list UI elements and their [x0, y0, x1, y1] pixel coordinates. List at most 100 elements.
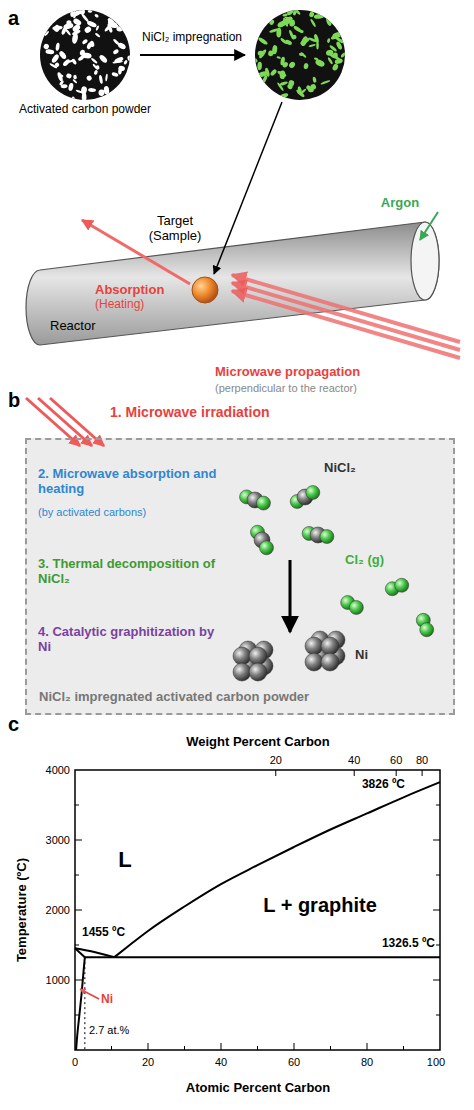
grain [293, 25, 303, 33]
tick-label: 60 [288, 1056, 300, 1069]
tick [433, 910, 440, 911]
axis-title: Atomic Percent Carbon [186, 1081, 330, 1096]
tick [403, 1046, 404, 1050]
composition-label: 2.7 at.% [89, 1024, 129, 1037]
step-note: (by activated carbons) [38, 506, 146, 519]
grain [88, 10, 93, 13]
grain [86, 75, 93, 82]
nickel-atom [233, 647, 251, 665]
grain [72, 79, 77, 84]
microwave-ray [232, 291, 460, 358]
grain [286, 8, 295, 16]
tick [367, 1043, 368, 1050]
grain [94, 32, 100, 38]
phase-label: L + graphite [263, 894, 377, 917]
grain [303, 63, 309, 70]
grain [66, 73, 73, 79]
grain [282, 13, 288, 17]
grain [71, 33, 78, 45]
tick [75, 805, 79, 806]
grain [75, 89, 82, 94]
grain [113, 38, 121, 46]
grain [268, 50, 274, 56]
node-text: NiCl₂ impregnated activated carbon powde… [39, 690, 309, 705]
sample-arrow [214, 102, 282, 274]
grain [55, 42, 60, 51]
plot-frame [75, 770, 440, 1050]
tick [275, 770, 276, 776]
powder-grains [253, 7, 347, 101]
grain [314, 58, 325, 68]
grain [118, 65, 126, 71]
step-label: 2. Microwave absorption and heating [38, 467, 218, 497]
nickel-atom [305, 637, 323, 655]
phase-label: L [118, 847, 131, 872]
process-note: (perpendicular to the reactor) [215, 382, 357, 395]
grain [111, 72, 119, 78]
nickel-atom [321, 653, 339, 671]
argon-arrow [420, 212, 438, 240]
grain [269, 19, 276, 26]
powder-grains [43, 10, 130, 100]
solvus-line [76, 957, 85, 1050]
powder-circle: Activated carbon powder [6, 10, 164, 117]
tick [422, 770, 423, 776]
grain [53, 25, 60, 32]
grain [92, 63, 98, 70]
step-label: 4. Catalytic graphitization by Ni [38, 625, 218, 655]
grain [279, 70, 285, 79]
node-text: (Sample) [149, 229, 202, 244]
grain [127, 55, 130, 61]
grain [257, 51, 264, 57]
pointer-arrow [80, 989, 99, 999]
eutectic-line [85, 956, 440, 958]
powder-circle-outline [40, 10, 130, 100]
axis-title: Weight Percent Carbon [186, 735, 330, 750]
phase-diagram [75, 770, 440, 1050]
process-label: Absorption [95, 283, 164, 298]
grain [309, 83, 317, 91]
grain [310, 18, 317, 27]
grain [112, 24, 119, 28]
grain [81, 13, 90, 22]
grain [71, 96, 75, 100]
grain [309, 11, 315, 17]
grain [94, 13, 99, 18]
grain [300, 88, 307, 94]
step-label: NiCl₂ impregnation [142, 31, 242, 45]
grain [57, 72, 64, 82]
tick [75, 910, 82, 911]
grain [320, 79, 330, 85]
species-label: Cl₂ (g) [345, 553, 384, 568]
grain [276, 28, 281, 38]
grain [43, 43, 50, 50]
tick-label: 20 [270, 754, 282, 767]
grain [314, 13, 325, 19]
tick-label: 4000 [46, 764, 70, 777]
grain [276, 56, 281, 59]
grain [284, 16, 292, 20]
grain [258, 49, 267, 60]
node-text: Activated carbon powder [6, 103, 164, 117]
tick-label: 80 [361, 1056, 373, 1069]
microwave-ray [232, 283, 460, 350]
nickel-atom [321, 637, 339, 655]
tick [294, 1043, 295, 1050]
powder-disc [40, 10, 130, 100]
grain [49, 63, 58, 70]
tick [184, 1046, 185, 1050]
target-outline [191, 276, 219, 304]
grain [51, 53, 60, 64]
tick [221, 1043, 222, 1050]
grain [292, 35, 297, 40]
grain [112, 48, 119, 55]
grain [88, 88, 96, 92]
grain [308, 37, 317, 43]
nickel-atom [233, 663, 251, 681]
gas-label: Argon [381, 196, 419, 211]
part-label: Reactor [50, 319, 96, 334]
solidus-line [75, 948, 85, 957]
grain [289, 19, 296, 27]
tick-label: 40 [348, 754, 360, 767]
species-label: NiCl₂ [324, 461, 356, 476]
